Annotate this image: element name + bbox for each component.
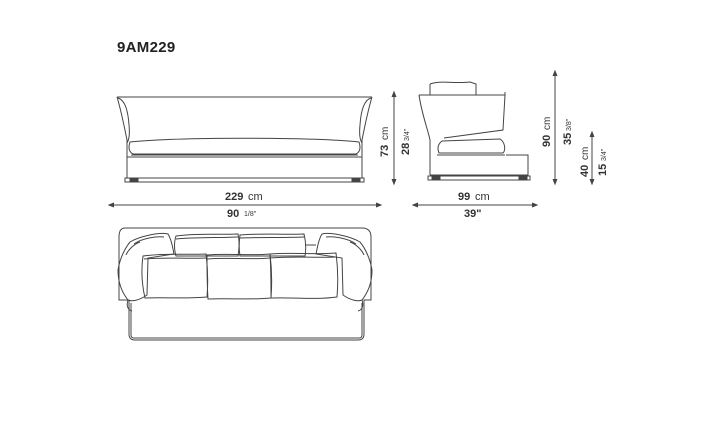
front-width-dimension-line [107, 202, 383, 208]
side-total-height-cm-value: 90 [541, 135, 553, 147]
side-seat-height-in-fraction: 3/4" [601, 148, 608, 161]
side-seat-height-in-value: 15 [597, 164, 609, 176]
front-width-in-fraction: 1/8" [244, 211, 257, 218]
side-depth-in: 39" [464, 208, 481, 220]
front-width-in-value: 90 [227, 208, 239, 220]
side-depth-cm-value: 99 [458, 191, 470, 203]
side-total-height-dimension-line [552, 69, 558, 186]
front-height-cm-unit: cm [380, 127, 391, 140]
seat-cushion-middle [206, 253, 273, 300]
back-cushion-right [238, 233, 307, 257]
front-height-dimension-line [391, 90, 397, 186]
seat-cushion-right [269, 252, 339, 299]
front-width-cm-value: 229 [225, 191, 243, 203]
side-view-sofa [418, 81, 531, 181]
seat-cushion-left [141, 253, 209, 299]
side-seat-height-cm-value: 40 [579, 165, 591, 177]
side-total-height-cm-unit: cm [542, 117, 553, 130]
top-view-sofa [117, 227, 373, 341]
side-total-height-in-value: 35 [562, 133, 574, 145]
side-depth-cm-unit: cm [475, 191, 490, 203]
model-code: 9AM229 [117, 39, 176, 56]
front-height-in-value: 28 [400, 143, 412, 155]
front-height-cm-value: 73 [379, 145, 391, 157]
side-seat-height-cm-unit: cm [580, 147, 591, 160]
front-height-in-fraction: 3/4" [404, 128, 411, 141]
side-seat-height-dimension-line [589, 130, 595, 186]
side-total-height-in-fraction: 3/8" [566, 118, 573, 131]
front-view-sofa [116, 96, 373, 183]
side-depth-dimension-line [411, 202, 539, 208]
front-width-cm-unit: cm [248, 191, 263, 203]
